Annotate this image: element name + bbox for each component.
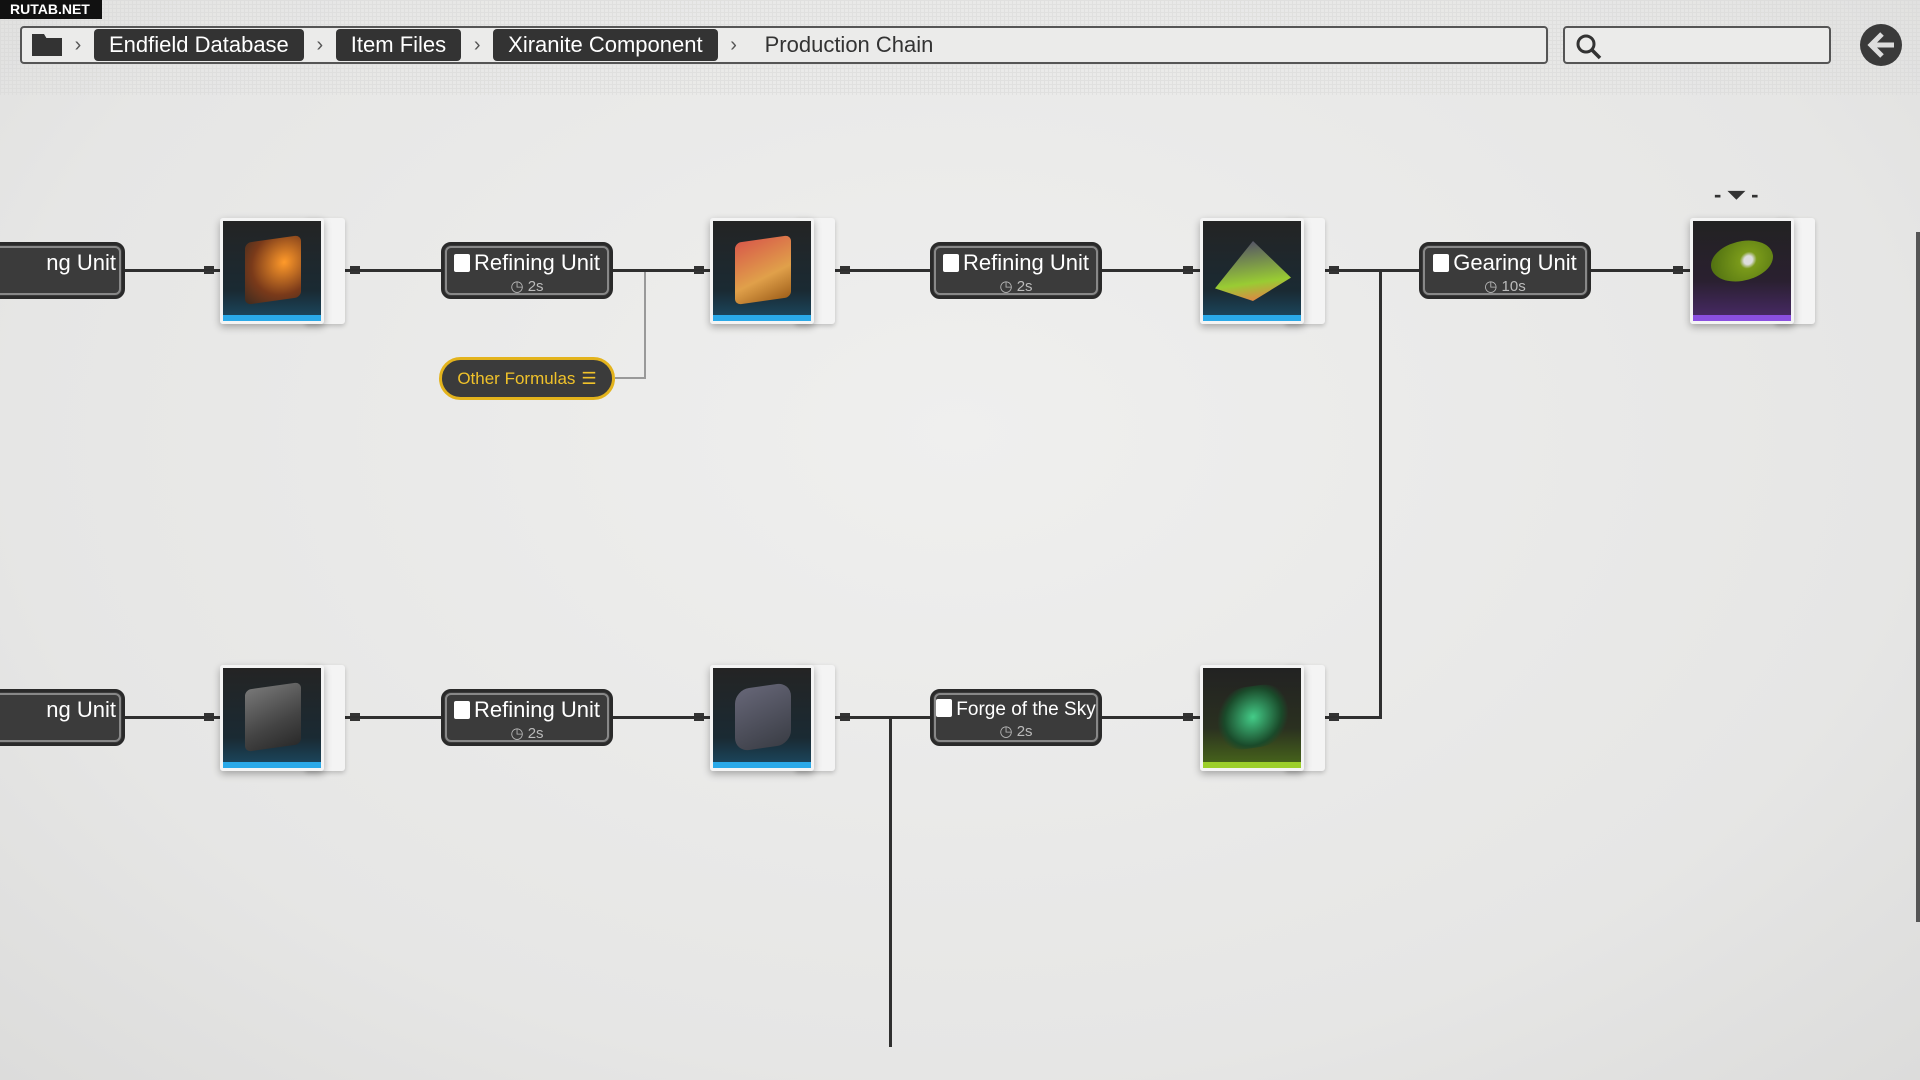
equals-icon [1673, 266, 1683, 274]
equals-icon [840, 713, 850, 721]
machine-name: Refining Unit [474, 250, 600, 275]
breadcrumb-current: Production Chain [764, 32, 934, 57]
machine-time: 2s [1016, 278, 1033, 295]
chevron-right-icon: › [730, 33, 737, 56]
equals-icon [1329, 266, 1339, 274]
machine-name: Gearing Unit [1453, 250, 1577, 275]
timer-icon: ◷ [1484, 278, 1502, 295]
formula-connector [615, 377, 646, 379]
machine-node-gearing-unit[interactable]: Gearing Unit ◷ 10s [1419, 242, 1591, 299]
machine-name: Refining Unit [963, 250, 1089, 275]
equals-icon [1183, 266, 1193, 274]
item-card[interactable] [220, 665, 345, 771]
equals-icon [1183, 713, 1193, 721]
chevron-right-icon: › [473, 33, 481, 56]
item-card[interactable] [220, 218, 345, 324]
back-button[interactable] [1860, 24, 1902, 66]
equals-icon [840, 266, 850, 274]
item-image [245, 235, 301, 305]
item-image [735, 682, 791, 752]
breadcrumb: › Endfield Database › Item Files › Xiran… [20, 26, 1548, 64]
equals-icon [204, 713, 214, 721]
refining-unit-icon [454, 701, 471, 719]
equals-icon [350, 713, 360, 721]
item-card[interactable] [710, 665, 835, 771]
machine-node-forge-of-the-sky[interactable]: Forge of the Sky ◷ 2s [930, 689, 1102, 746]
merge-connector [1379, 270, 1382, 719]
gearing-unit-icon [1433, 254, 1450, 272]
list-icon: ☰ [581, 368, 597, 388]
refining-unit-icon [454, 254, 471, 272]
machine-node-partial[interactable]: ng Unit [0, 689, 125, 746]
search-icon [1576, 34, 1602, 60]
machine-time: 2s [1016, 723, 1033, 740]
machine-time: 2s [527, 725, 544, 742]
chevron-right-icon: › [74, 33, 82, 56]
breadcrumb-xiranite-component[interactable]: Xiranite Component [493, 29, 718, 61]
machine-node-refining-unit[interactable]: Refining Unit ◷ 2s [441, 689, 613, 746]
search-input[interactable] [1563, 26, 1831, 64]
item-card[interactable] [1200, 665, 1325, 771]
timer-icon: ◷ [999, 723, 1017, 740]
merge-connector [1325, 716, 1382, 719]
chevron-down-double-icon: - ⏷ - [1714, 182, 1759, 207]
item-image [735, 235, 791, 305]
machine-name: ng Unit [46, 250, 116, 275]
item-card[interactable] [710, 218, 835, 324]
item-image [1711, 236, 1773, 286]
formula-connector [644, 272, 646, 377]
refining-unit-icon [943, 254, 960, 272]
scrollbar[interactable] [1916, 232, 1920, 922]
equals-icon [694, 713, 704, 721]
item-card-xiranite-component[interactable] [1690, 218, 1815, 324]
machine-time: 10s [1501, 278, 1526, 295]
timer-icon: ◷ [510, 725, 528, 742]
machine-time: 2s [527, 278, 544, 295]
machine-node-partial[interactable]: ng Unit [0, 242, 125, 299]
item-image [1215, 236, 1291, 307]
equals-icon [204, 266, 214, 274]
equals-icon [350, 266, 360, 274]
arrow-left-icon [1867, 32, 1894, 58]
timer-icon: ◷ [510, 278, 528, 295]
machine-node-refining-unit[interactable]: Refining Unit ◷ 2s [930, 242, 1102, 299]
chain-connector [125, 269, 1690, 272]
watermark: RUTAB.NET [0, 0, 102, 19]
machine-name: ng Unit [46, 697, 116, 722]
equals-icon [1329, 713, 1339, 721]
machine-node-refining-unit[interactable]: Refining Unit ◷ 2s [441, 242, 613, 299]
forge-icon [936, 699, 953, 717]
item-image [1217, 680, 1289, 754]
other-formulas-button[interactable]: Other Formulas ☰ [439, 357, 615, 400]
equals-icon [694, 266, 704, 274]
other-formulas-label: Other Formulas [457, 368, 576, 388]
machine-name: Forge of the Sky [956, 699, 1096, 720]
item-image [245, 682, 301, 752]
breadcrumb-item-files[interactable]: Item Files [335, 29, 462, 61]
timer-icon: ◷ [999, 278, 1017, 295]
input-connector [889, 717, 892, 1047]
folder-icon[interactable] [32, 34, 62, 56]
item-card[interactable] [1200, 218, 1325, 324]
machine-name: Refining Unit [474, 697, 600, 722]
chevron-right-icon: › [316, 33, 324, 56]
breadcrumb-endfield-database[interactable]: Endfield Database [94, 29, 304, 61]
chain-connector [125, 716, 1200, 719]
